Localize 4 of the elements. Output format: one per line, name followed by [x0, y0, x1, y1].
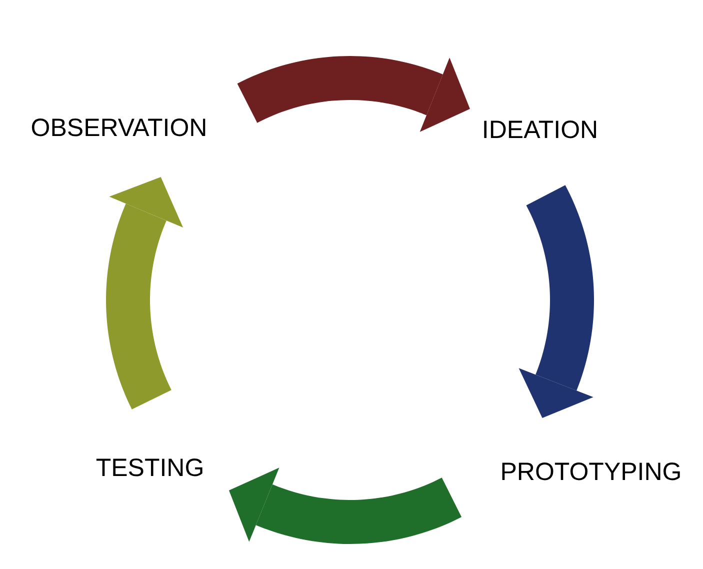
- stage-label: IDEATION: [482, 116, 598, 144]
- stage-label: PROTOTYPING: [500, 458, 682, 486]
- stage-label: TESTING: [96, 454, 204, 482]
- stage-label: OBSERVATION: [30, 114, 208, 142]
